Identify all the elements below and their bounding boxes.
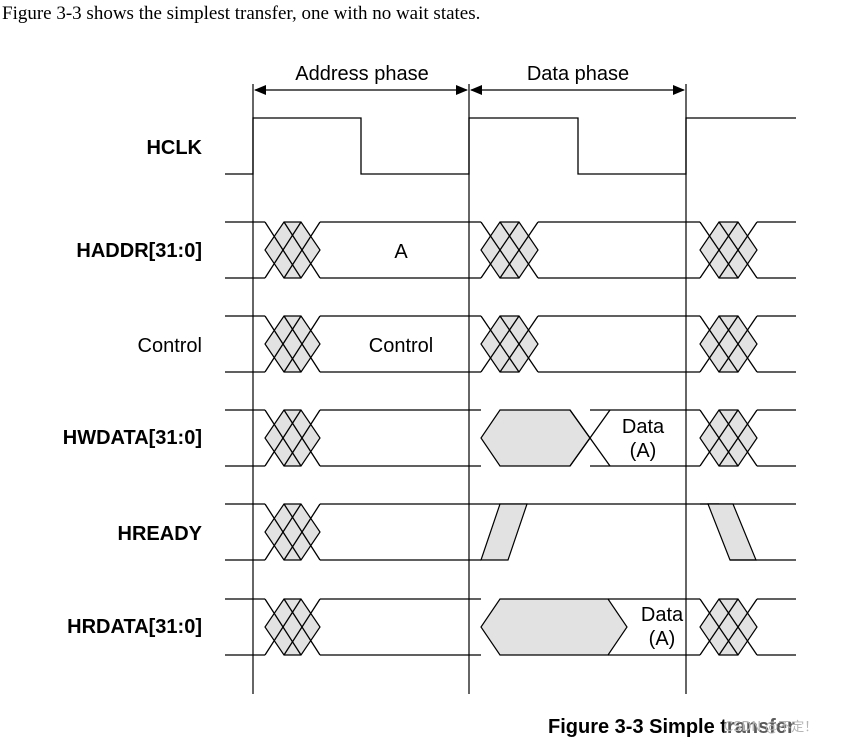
hrdata-waveform: [225, 598, 796, 656]
haddr-value: A: [394, 241, 408, 263]
signal-label-haddr: HADDR[31:0]: [76, 240, 202, 262]
watermark: CSDN @不定！: [724, 716, 818, 735]
hwdata-value-line2: (A): [630, 440, 657, 462]
signal-label-control: Control: [138, 335, 202, 357]
hrdata-value-line2: (A): [649, 628, 676, 650]
signal-label-hrdata: HRDATA[31:0]: [67, 616, 202, 638]
control-value: Control: [369, 335, 433, 357]
signal-label-hready: HREADY: [118, 523, 203, 545]
intro-text: Figure 3-3 shows the simplest transfer, …: [2, 3, 481, 24]
address-phase-label: Address phase: [295, 63, 428, 85]
haddr-waveform: [225, 221, 796, 279]
hclk-waveform: [225, 117, 796, 175]
hready-waveform: [225, 503, 796, 561]
hwdata-waveform: [225, 409, 796, 467]
data-phase-label: Data phase: [527, 63, 629, 85]
hrdata-value-line1: Data: [641, 604, 684, 626]
signal-label-hwdata: HWDATA[31:0]: [63, 427, 202, 449]
figure-caption: Figure 3-3 Simple transfer: [548, 716, 795, 738]
signal-label-hclk: HCLK: [146, 137, 202, 159]
hwdata-value-line1: Data: [622, 416, 665, 438]
control-waveform: [225, 315, 796, 373]
